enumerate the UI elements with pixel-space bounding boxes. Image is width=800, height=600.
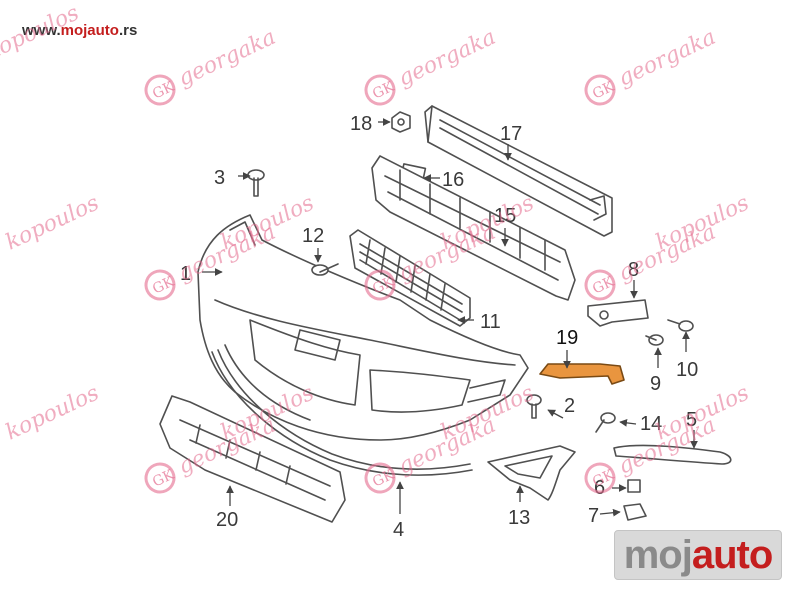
bumper-cover-part — [197, 214, 529, 441]
screw-3 — [247, 169, 265, 197]
clip-7 — [623, 503, 647, 521]
callout-20: 20 — [216, 509, 238, 531]
energy-absorber-part — [371, 155, 576, 301]
callout-1: 1 — [180, 263, 191, 285]
callout-4: 4 — [393, 519, 404, 541]
screw-10 — [667, 319, 694, 332]
url-prefix: www. — [22, 22, 61, 39]
screw-2 — [526, 394, 542, 419]
callout-6: 6 — [594, 477, 605, 499]
svg-text:georgaka: georgaka — [174, 25, 279, 92]
logo-part2: auto — [691, 532, 773, 577]
callout-16: 16 — [442, 169, 464, 191]
callout-11: 11 — [480, 311, 501, 333]
callout-13: 13 — [508, 507, 530, 529]
svg-text:kopoulos: kopoulos — [0, 1, 83, 66]
lip-strip-part — [211, 351, 473, 476]
svg-text:georgaka: georgaka — [394, 25, 499, 92]
callout-8: 8 — [628, 259, 639, 281]
callout-19: 19 — [556, 327, 578, 349]
watermark-logo: GK georgaka — [144, 25, 280, 106]
reinforcement-bar-part — [424, 105, 613, 237]
url-brand: mojauto — [60, 22, 119, 39]
callout-7: 7 — [588, 505, 599, 527]
screw-14 — [595, 412, 616, 433]
callout-10: 10 — [676, 359, 698, 381]
lower-bracket-part — [159, 395, 346, 523]
svg-text:kopoulos: kopoulos — [2, 191, 103, 256]
logo-part1: moj — [623, 532, 693, 577]
side-molding-part — [613, 444, 732, 465]
nut-6 — [627, 479, 641, 493]
side-bracket-part — [587, 299, 649, 327]
callout-17: 17 — [500, 123, 522, 145]
callout-14: 14 — [640, 413, 662, 435]
callout-12: 12 — [302, 225, 324, 247]
callout-15: 15 — [494, 205, 516, 227]
svg-text:georgaka: georgaka — [614, 25, 719, 92]
watermark-logo: GK georgaka — [364, 25, 500, 106]
callout-9: 9 — [650, 373, 661, 395]
callout-5: 5 — [686, 409, 697, 431]
callout-2: 2 — [564, 395, 575, 417]
url-suffix: .rs — [118, 22, 138, 39]
screw-9 — [645, 334, 664, 346]
nut-18 — [391, 111, 411, 133]
leader-lines — [202, 118, 698, 517]
site-url: www.mojauto.rs — [22, 22, 137, 39]
callout-labels: 3 1 12 18 17 16 15 11 2 19 8 9 10 14 5 6… — [180, 113, 698, 541]
fog-cover-part — [487, 445, 576, 501]
highlighted-bracket-part — [539, 363, 625, 385]
callout-18: 18 — [350, 113, 372, 135]
watermark-logo: GK georgaka — [584, 25, 720, 106]
svg-text:kopoulos: kopoulos — [2, 381, 103, 446]
grille-part — [349, 229, 471, 327]
callout-3: 3 — [214, 167, 225, 189]
screw-12 — [311, 263, 339, 276]
